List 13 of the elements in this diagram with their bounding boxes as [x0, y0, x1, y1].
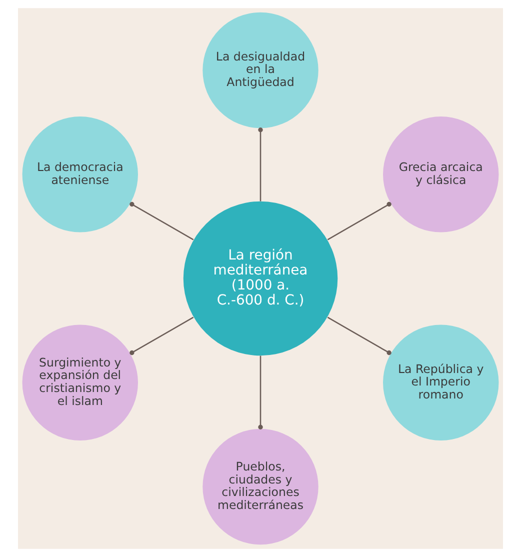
node-circle: La región mediterránea (1000 a. C.-600 d. C.)	[183, 201, 338, 356]
node-circle: La República y el Imperio romano	[383, 324, 499, 440]
connector	[327, 202, 392, 240]
node-circle: La democracia ateniense	[22, 116, 138, 232]
node-circle: Surgimiento y expansión del cristianismo y el islam	[22, 324, 138, 440]
connector	[130, 202, 194, 240]
connector	[327, 316, 392, 356]
connector	[258, 128, 263, 202]
connector	[130, 316, 194, 356]
connector	[258, 356, 263, 430]
node-circle: La desigualdad en la Antigüedad	[202, 12, 318, 128]
node-circle: Pueblos, ciudades y civilizaciones mediterráneas	[202, 428, 318, 545]
node-circle: Grecia arcaica y clásica	[383, 116, 499, 232]
